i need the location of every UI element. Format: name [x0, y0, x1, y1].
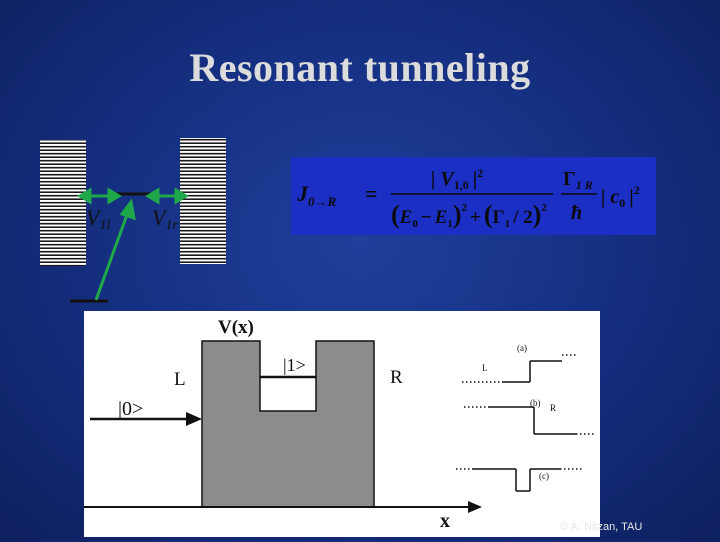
equation-equals: = — [365, 181, 378, 206]
panel-b-region: R — [550, 403, 556, 413]
y-axis-label: V(x) — [218, 317, 254, 338]
right-lead-band — [180, 138, 226, 264]
denominator: (E0−E1)2+(Γ1/ 2)2 — [391, 200, 547, 230]
right-coupling-label: V1r — [152, 205, 178, 233]
rate-equation: J0→R = | V1,0|2 (E0−E1)2+(Γ1/ 2)2 Γ1 R ħ… — [296, 166, 640, 230]
left-region-label: L — [174, 369, 186, 390]
equation-lhs: J0→R — [296, 181, 337, 209]
mini-panel-b — [464, 406, 594, 435]
panel-b-label: (b) — [530, 398, 541, 408]
coefficient: | c0|2 — [601, 183, 640, 210]
copyright-notice: © A. Nitzan, TAU — [560, 521, 643, 533]
right-region-label: R — [390, 367, 403, 388]
potential-graph-panel: V(x) x L R |0> |1> — [84, 311, 600, 537]
right-coupling-v: V — [152, 205, 168, 230]
panel-a-region: L — [482, 363, 488, 373]
energy-level-diagram: V1l V1r — [40, 138, 226, 303]
left-coupling-v: V — [86, 205, 102, 230]
left-coupling-sub: 1l — [99, 218, 110, 233]
potential-graph: V(x) x L R |0> |1> — [84, 317, 594, 532]
transition-arrow — [94, 198, 136, 301]
left-lead-band — [40, 140, 86, 266]
incident-arrowhead — [186, 412, 202, 426]
state-1-label: |1> — [283, 355, 306, 375]
mini-panel-c — [456, 468, 584, 492]
x-axis-arrowhead — [468, 501, 482, 513]
hbar: ħ — [571, 202, 582, 224]
left-coupling-arrow — [77, 187, 122, 205]
mini-panel-a — [462, 354, 578, 383]
panel-c-label: (c) — [539, 471, 549, 481]
rate-equation-box: J0→R = | V1,0|2 (E0−E1)2+(Γ1/ 2)2 Γ1 R ħ… — [291, 157, 656, 235]
x-axis-label: x — [440, 510, 450, 532]
rate-gamma: Γ1 R — [563, 168, 593, 192]
numerator: | V1,0|2 — [431, 166, 483, 192]
right-coupling-sub: 1r — [165, 218, 178, 233]
slide-title: Resonant tunneling — [189, 45, 531, 90]
left-coupling-label: V1l — [86, 205, 110, 233]
state-0-label: |0> — [118, 398, 143, 420]
double-barrier-potential — [201, 340, 375, 508]
panel-a-label: (a) — [517, 343, 527, 353]
right-coupling-arrow — [145, 187, 189, 205]
